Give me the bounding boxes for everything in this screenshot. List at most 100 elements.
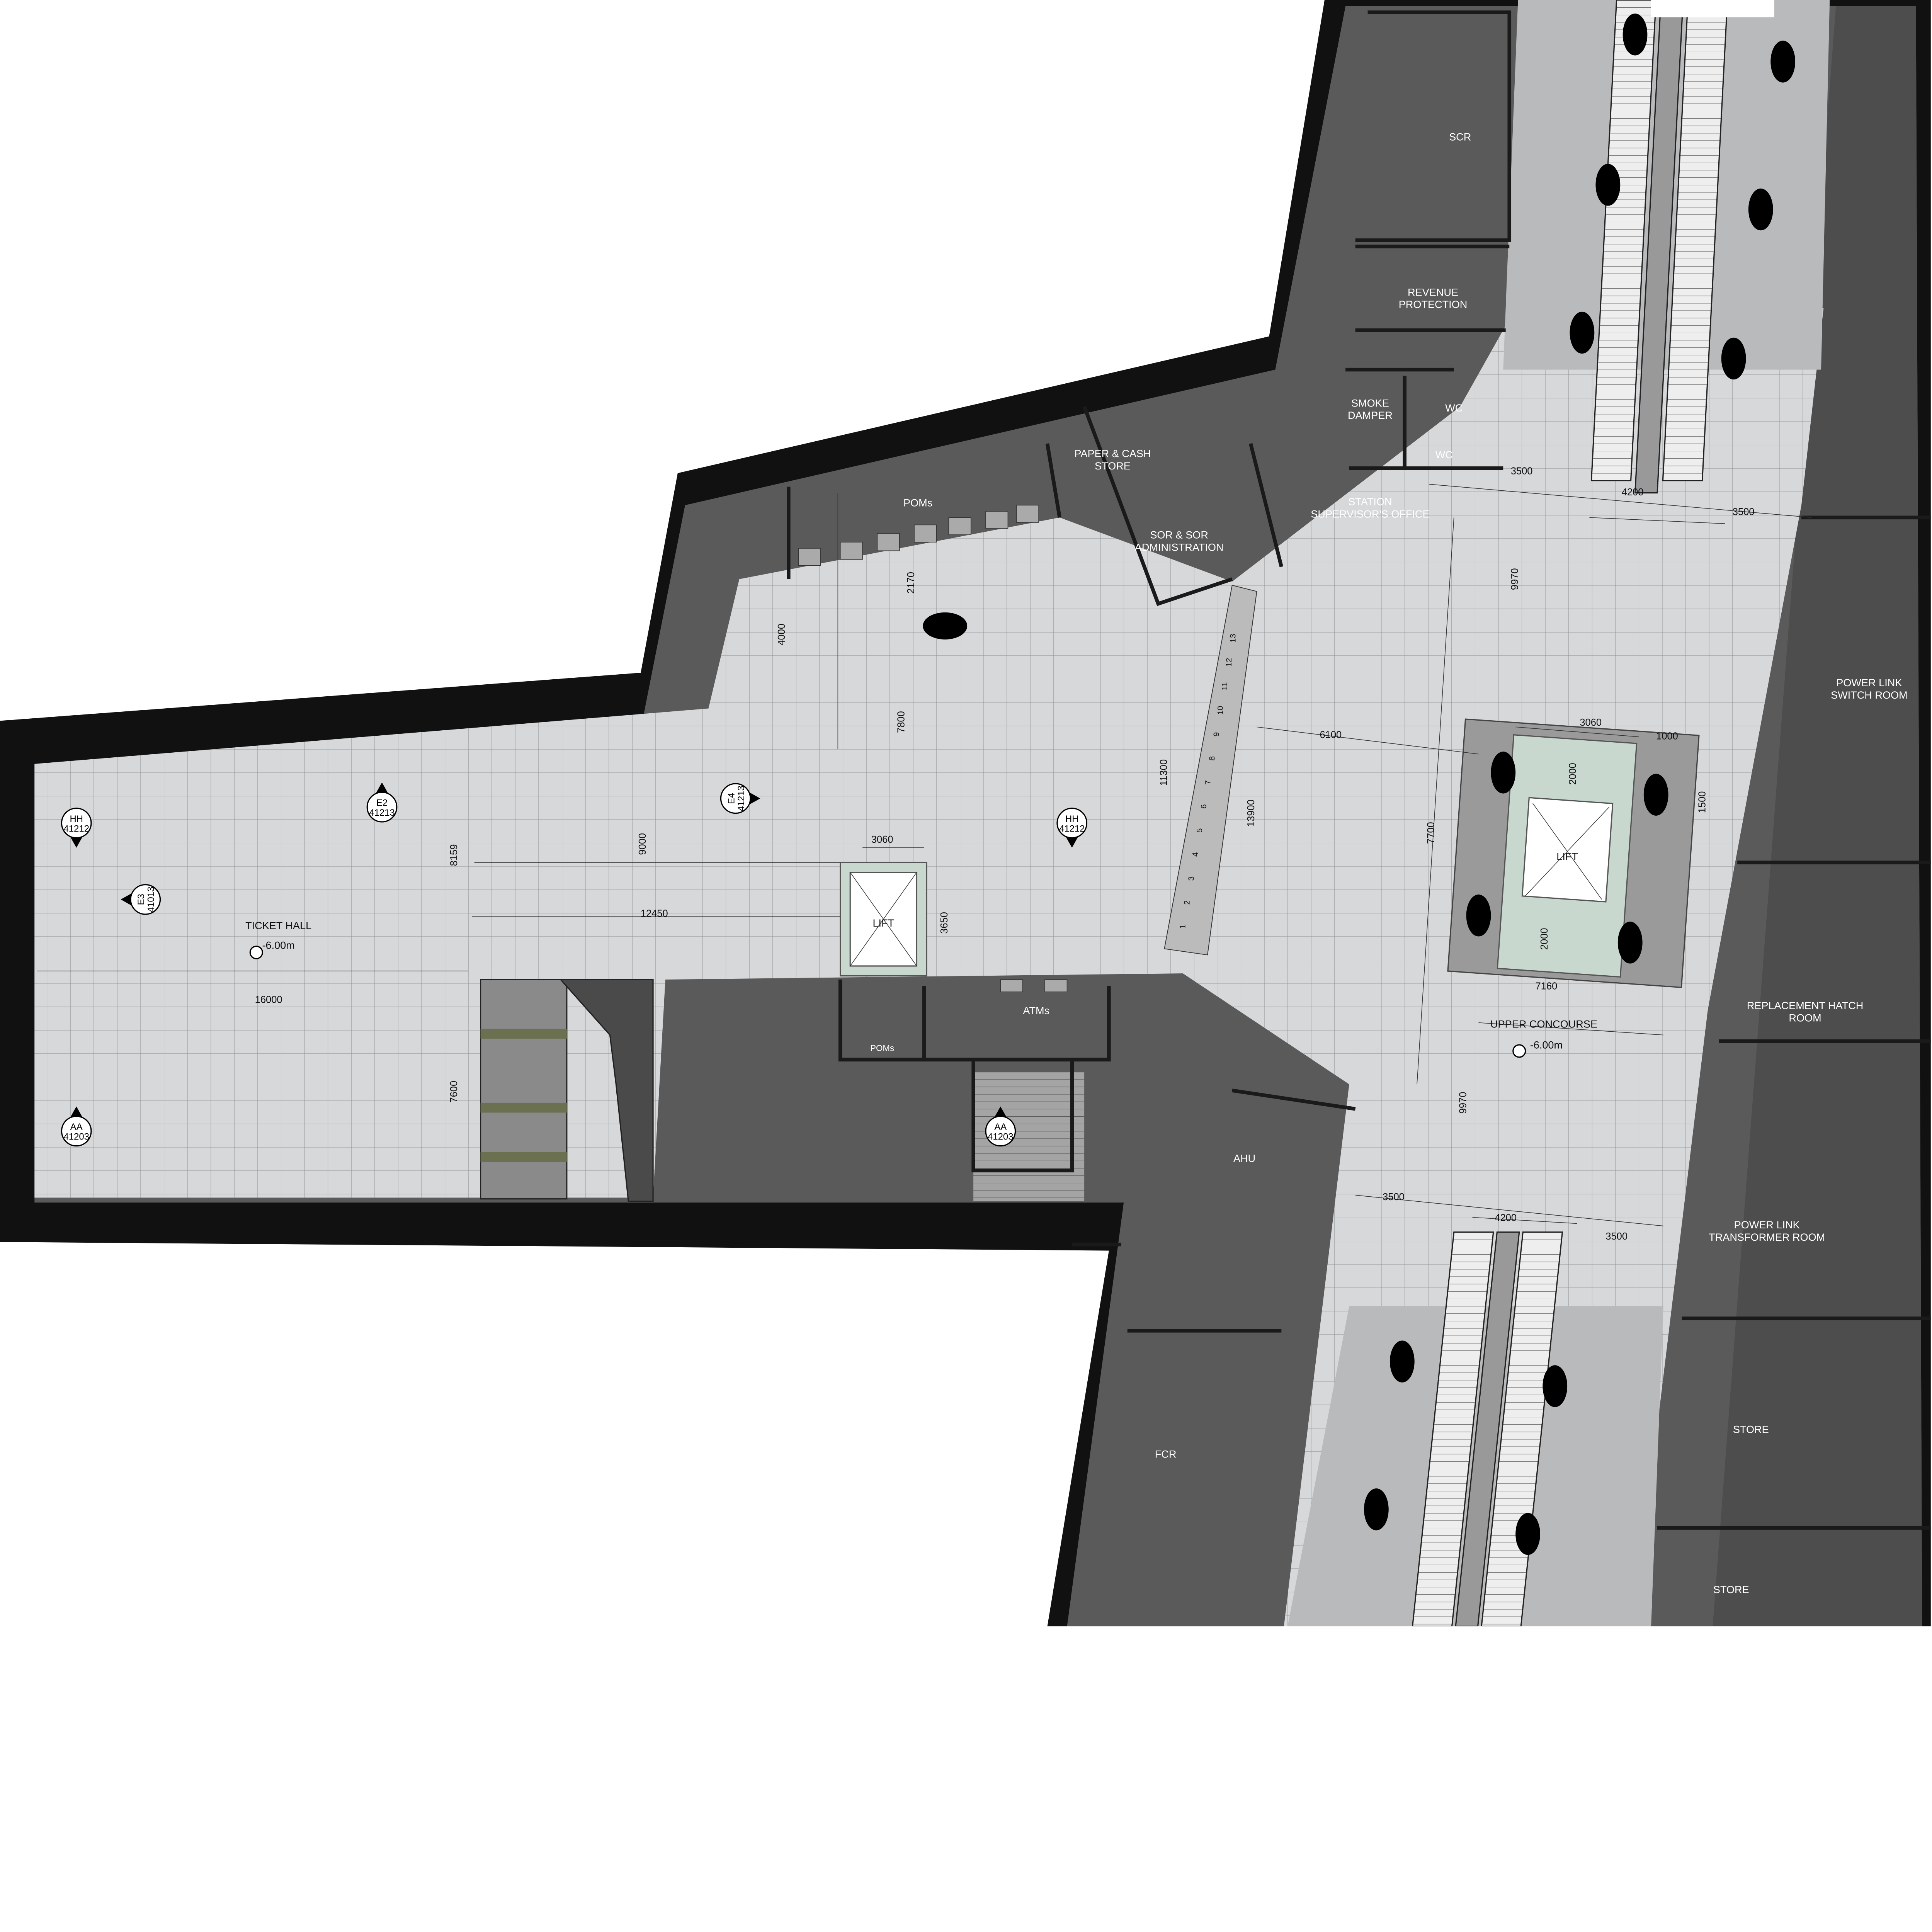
floor-labels: TICKET HALL -6.00m UPPER CONCOURSE -6.00…	[245, 850, 1597, 1058]
stair-step-number: 4	[1191, 852, 1200, 857]
dim-3060: 3060	[1580, 717, 1602, 728]
room-ahu: AHU	[1233, 1152, 1255, 1164]
dim-3500: 3500	[1733, 507, 1755, 517]
dim-3500: 3500	[1383, 1192, 1405, 1202]
dim-8159: 8159	[449, 844, 459, 866]
dim-3500: 3500	[1605, 1231, 1628, 1242]
room-fcr: FCR	[1155, 1448, 1177, 1460]
stair-step-number: 2	[1182, 900, 1191, 905]
section-sheet: 41203	[988, 1132, 1013, 1142]
room-wc-1: WC	[1445, 402, 1463, 414]
section-code: E3	[136, 894, 146, 905]
room-store-2: STORE	[1713, 1583, 1749, 1595]
columns	[923, 14, 1796, 1555]
lift-left	[840, 862, 927, 977]
ticket-hall-level: -6.00m	[262, 939, 294, 951]
room-poms: POMs	[903, 497, 932, 509]
dim-16000: 16000	[255, 995, 282, 1005]
room-scr: SCR	[1449, 131, 1471, 143]
street-escalators	[480, 979, 1085, 1202]
room-wc-2: WC	[1435, 449, 1453, 461]
dim-7600: 7600	[449, 1081, 459, 1103]
section-code: HH	[70, 814, 83, 824]
dim-1000: 1000	[1656, 731, 1678, 742]
dim-7700: 7700	[1426, 822, 1437, 844]
section-sheet: 41212	[63, 823, 89, 834]
dim-4200: 4200	[1495, 1213, 1517, 1223]
dim-4200: 4200	[1622, 487, 1644, 498]
dim-9000: 9000	[637, 833, 648, 855]
section-code: E4	[726, 793, 737, 804]
stair-step-number: 6	[1199, 804, 1208, 809]
dim-2000: 2000	[1567, 763, 1578, 785]
dim-9970: 9970	[1510, 568, 1520, 590]
ticket-hall-floor	[34, 308, 1824, 1627]
room-atms: ATMs	[1023, 1004, 1049, 1016]
room-store-1: STORE	[1733, 1423, 1769, 1435]
dimension-labels: 3500 4200 3500 9970 6100 3060 1000 2000 …	[255, 466, 1755, 1242]
stair-step-number: 10	[1216, 706, 1225, 715]
room-walls	[787, 10, 1931, 1530]
stair-step-number: 3	[1187, 876, 1196, 881]
section-sheet: 41013	[146, 887, 156, 912]
dim-9970: 9970	[1458, 1092, 1469, 1114]
stair-step-number: 11	[1220, 682, 1229, 690]
escalator-bottom	[1412, 1231, 1563, 1627]
dim-12450: 12450	[641, 908, 668, 919]
upper-concourse-level: -6.00m	[1530, 1039, 1563, 1051]
stair-step-number: 7	[1204, 780, 1213, 785]
dim-4000: 4000	[776, 624, 787, 646]
dim-7160: 7160	[1536, 981, 1558, 992]
stair-step-number: 8	[1208, 756, 1216, 761]
right-rooms-strip	[1713, 6, 1922, 1627]
stair-step-number: 1	[1179, 924, 1187, 929]
dim-2000: 2000	[1539, 928, 1550, 950]
room-poms-small: POMs	[870, 1043, 894, 1053]
section-sheet: 41212	[1059, 823, 1085, 834]
level-marker-icon	[1512, 1044, 1526, 1058]
dim-3060: 3060	[871, 834, 893, 845]
section-sheet: 41203	[63, 1132, 89, 1142]
section-code: AA	[994, 1122, 1007, 1132]
section-markers: HH41212E241213E441213HH41212E341013AA412…	[61, 782, 1088, 1147]
dim-3500: 3500	[1511, 466, 1533, 477]
pom-machines	[798, 505, 1068, 992]
dim-13900: 13900	[1246, 799, 1257, 827]
escalator-top	[1590, 0, 1774, 494]
stair-step-number: 12	[1225, 658, 1233, 667]
lift-label-left: LIFT	[872, 917, 894, 929]
level-marker-icon	[249, 946, 263, 959]
stair-step-number: 5	[1195, 828, 1204, 833]
stair	[1164, 585, 1257, 956]
dim-3650: 3650	[939, 912, 950, 934]
dim-6100: 6100	[1320, 730, 1342, 740]
section-sheet: 41213	[736, 786, 747, 811]
section-code: E2	[376, 798, 388, 808]
dim-1500: 1500	[1697, 791, 1708, 813]
lift-label-right: LIFT	[1556, 850, 1578, 862]
dim-7800: 7800	[896, 711, 907, 733]
dim-2170: 2170	[906, 572, 917, 594]
section-code: HH	[1065, 814, 1079, 824]
section-code: AA	[70, 1122, 83, 1132]
stair-step-number: 9	[1212, 732, 1221, 737]
dim-11300: 11300	[1158, 759, 1169, 786]
